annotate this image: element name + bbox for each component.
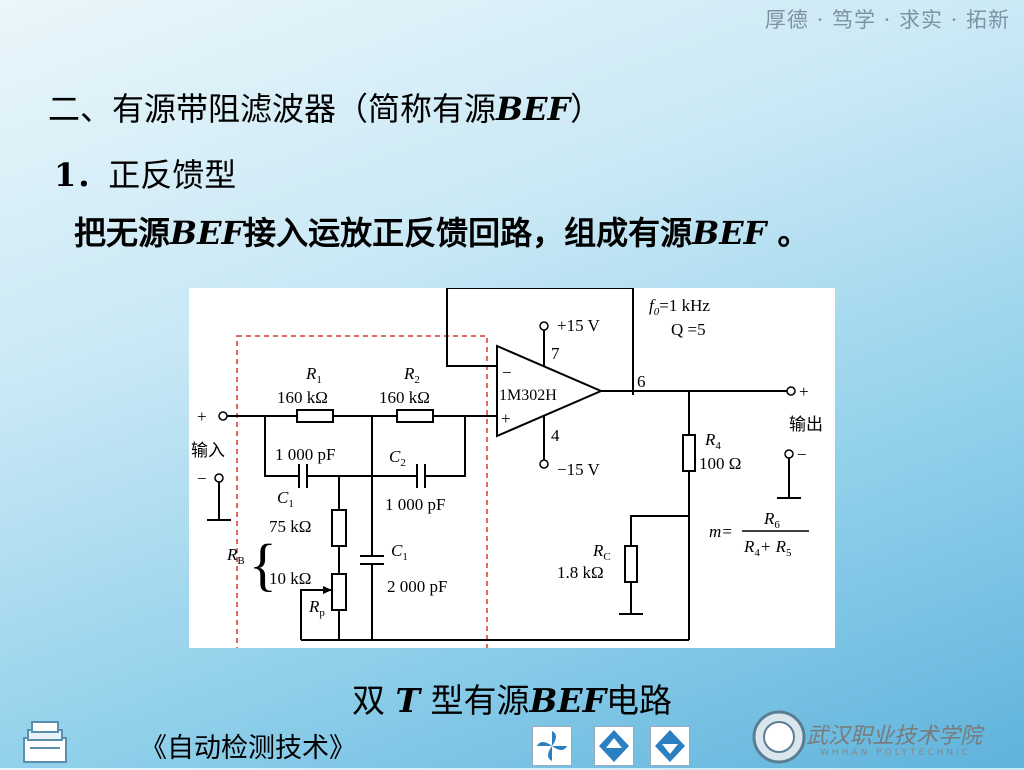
r2-name: R2: [403, 364, 420, 386]
opamp-symbol: [496, 344, 604, 438]
c2-value: 1 000 pF: [385, 495, 445, 514]
vminus-label: −15 V: [557, 460, 601, 479]
course-title: 《自动检测技术》: [140, 733, 356, 764]
resistor-r4: [682, 434, 696, 472]
c1bot-value: 2 000 pF: [387, 577, 447, 596]
circuit-terminals: [214, 321, 796, 483]
rb-brace: {: [249, 532, 277, 597]
description-text: 把无源BEF接入运放正反馈回路，组成有源BEF 。: [74, 214, 810, 252]
r2-value: 160 kΩ: [379, 388, 430, 407]
pin4-label: 4: [551, 426, 560, 445]
f0-label: f0=1 kHz: [649, 296, 710, 318]
resistor-rc: [624, 545, 638, 583]
school-seal-logo: [752, 710, 806, 768]
resistor-75k: [331, 509, 347, 547]
nav-next-button[interactable]: [650, 726, 690, 766]
school-name-en: WHHAN POLYTECHNIC: [820, 748, 971, 758]
input-plus-label: +: [197, 407, 207, 426]
c1top-name: C1: [277, 488, 294, 510]
r75-value: 75 kΩ: [269, 517, 311, 536]
c1top-value: 1 000 pF: [275, 445, 335, 464]
slide-heading: 二、有源带阻滤波器（简称有源BEF）: [48, 90, 603, 128]
circuit-diagram: f0=1 kHz Q =5 +15 V −15 V 7 4 6 − + 1M30…: [189, 287, 835, 659]
r4-value: 100 Ω: [699, 454, 741, 473]
school-motto: 厚德 · 笃学 · 求实 · 拓新: [764, 8, 1010, 32]
input-label: 输入: [191, 441, 225, 460]
figure-caption: 双 T 型有源BEF电路: [351, 681, 673, 720]
r10-value: 10 kΩ: [269, 569, 311, 588]
output-minus-label: −: [797, 445, 807, 464]
input-minus-label: −: [197, 469, 207, 488]
input-minus-terminal: [214, 473, 224, 483]
vplus-terminal: [539, 321, 549, 331]
opamp-minus: −: [502, 363, 512, 382]
arrow-down-icon: [655, 730, 685, 762]
r4-name: R4: [704, 430, 721, 452]
potentiometer-rp: [331, 573, 347, 611]
circuit-wires: [207, 287, 809, 659]
vplus-label: +15 V: [557, 316, 601, 335]
resistor-r1: [296, 409, 334, 423]
pinwheel-icon: [537, 731, 567, 761]
q-label: Q =5: [671, 320, 706, 339]
vminus-terminal: [539, 459, 549, 469]
output-plus-label: +: [799, 382, 809, 401]
pin7-label: 7: [551, 344, 560, 363]
m-label: m=: [709, 522, 733, 541]
book-stack-icon: [18, 716, 74, 770]
rc-name: RC: [592, 541, 611, 563]
pin6-label: 6: [637, 372, 646, 391]
output-minus-terminal: [784, 449, 794, 459]
opamp-plus: +: [501, 409, 511, 428]
m-numerator: R6: [763, 509, 780, 531]
opamp-label: 1M302H: [499, 387, 557, 404]
nav-prev-button[interactable]: [594, 726, 634, 766]
input-plus-terminal: [218, 411, 228, 421]
output-label: 输出: [789, 415, 823, 434]
c2-name: C2: [389, 447, 406, 469]
resistor-r2: [396, 409, 434, 423]
rc-value: 1.8 kΩ: [557, 563, 604, 582]
section-subtitle: 1．正反馈型: [54, 156, 237, 194]
c1bot-name: C1: [391, 541, 408, 563]
m-denominator: R4+ R5: [743, 537, 792, 559]
rp-name: Rp: [308, 597, 325, 619]
school-name-cn: 武汉职业技术学院: [806, 724, 983, 749]
arrow-up-icon: [599, 730, 629, 762]
pot-wiper-arrow: [323, 586, 332, 594]
rb-name: RB: [226, 545, 245, 567]
r1-value: 160 kΩ: [277, 388, 328, 407]
passive-bef-box: [236, 335, 488, 659]
nav-home-button[interactable]: [532, 726, 572, 766]
output-plus-terminal: [786, 386, 796, 396]
r1-name: R1: [305, 364, 322, 386]
